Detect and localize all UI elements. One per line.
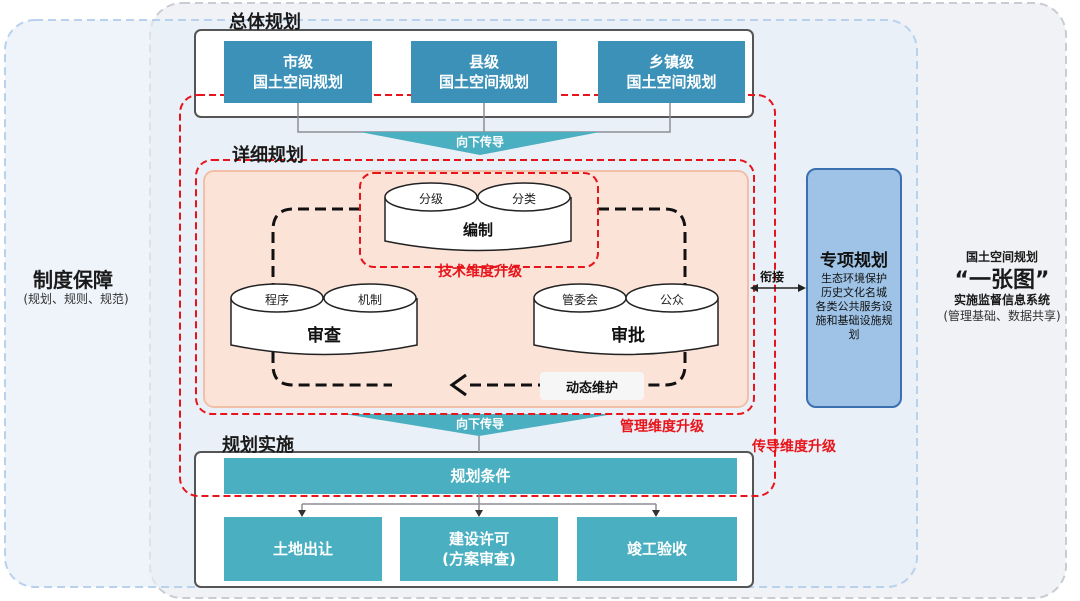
construction-permit-line2: (方案审查) bbox=[442, 550, 516, 568]
down-arrow-1 bbox=[360, 132, 600, 155]
county-plan-line2: 国土空间规划 bbox=[438, 73, 529, 91]
review-tag2: 机制 bbox=[357, 293, 382, 307]
special-body-line5: 划 bbox=[848, 328, 860, 341]
compile-tag1: 分级 bbox=[418, 192, 443, 206]
approve-label: 审批 bbox=[611, 326, 645, 346]
review-tag1: 程序 bbox=[264, 293, 289, 307]
compile-cylinder bbox=[384, 182, 572, 252]
transmission-upgrade-label: 传导维度升级 bbox=[752, 439, 836, 455]
down-arrow-2 bbox=[344, 414, 614, 436]
left-subtitle: (规划、规则、规范) bbox=[23, 292, 129, 306]
city-plan-line2: 国土空间规划 bbox=[252, 73, 343, 91]
town-plan-box: 乡镇级 国土空间规划 bbox=[598, 41, 745, 103]
special-body-line1: 生态环境保护 bbox=[821, 272, 887, 285]
right-line4: (管理基础、数据共享) bbox=[943, 309, 1061, 323]
tech-upgrade-label: 技术维度升级 bbox=[438, 264, 522, 280]
compile-label: 编制 bbox=[462, 221, 493, 239]
implementation-title: 规划实施 bbox=[222, 435, 294, 456]
city-plan-box: 市级 国土空间规划 bbox=[224, 41, 372, 103]
town-plan-line1: 乡镇级 bbox=[648, 53, 694, 71]
completion-acceptance-line1: 竣工验收 bbox=[626, 540, 687, 558]
construction-permit-line1: 建设许可 bbox=[448, 530, 509, 548]
special-title: 专项规划 bbox=[820, 251, 888, 271]
county-plan-line1: 县级 bbox=[468, 53, 499, 71]
arrow-down-1-label: 向下传导 bbox=[455, 135, 504, 149]
implementation-connector bbox=[301, 494, 657, 512]
town-plan-line2: 国土空间规划 bbox=[626, 73, 717, 91]
special-body-line3: 各类公共服务设 bbox=[815, 300, 893, 313]
special-body-line4: 施和基础设施规 bbox=[815, 314, 893, 327]
approve-cylinder bbox=[533, 283, 719, 356]
link-label: 衔接 bbox=[760, 270, 785, 284]
land-transfer-line1: 土地出让 bbox=[272, 540, 333, 558]
left-title: 制度保障 bbox=[33, 268, 113, 292]
review-cylinder bbox=[230, 283, 418, 356]
tech-upgrade-frame bbox=[359, 172, 599, 268]
dynamic-maintain-box: 动态维护 bbox=[540, 372, 644, 400]
cycle-arrowhead bbox=[449, 373, 467, 397]
mgmt-upgrade-label: 管理维度升级 bbox=[620, 419, 704, 435]
land-transfer-box: 土地出让 bbox=[224, 517, 382, 581]
compile-tag2: 分类 bbox=[511, 192, 536, 206]
overall-title: 总体规划 bbox=[229, 12, 301, 33]
construction-permit-box: 建设许可 (方案审查) bbox=[400, 517, 558, 581]
right-line1: 国土空间规划 bbox=[965, 250, 1038, 264]
right-line2: “一张图” bbox=[954, 268, 1050, 293]
right-line3: 实施监督信息系统 bbox=[953, 293, 1050, 307]
special-body: 生态环境保护 历史文化名城 各类公共服务设 施和基础设施规 划 bbox=[808, 272, 900, 342]
special-body-line2: 历史文化名城 bbox=[821, 286, 887, 299]
completion-acceptance-box: 竣工验收 bbox=[577, 517, 737, 581]
arrow-down-2-label: 向下传导 bbox=[455, 417, 504, 431]
approve-tag1: 管委会 bbox=[561, 293, 598, 307]
review-label: 审查 bbox=[307, 326, 341, 346]
special-plan-box: 专项规划 生态环境保护 历史文化名城 各类公共服务设 施和基础设施规 划 bbox=[806, 168, 902, 408]
city-plan-line1: 市级 bbox=[282, 53, 313, 71]
detailed-title: 详细规划 bbox=[232, 145, 304, 166]
county-plan-box: 县级 国土空间规划 bbox=[411, 41, 557, 103]
approve-tag2: 公众 bbox=[659, 293, 684, 307]
planning-conditions-bar: 规划条件 bbox=[224, 458, 737, 494]
